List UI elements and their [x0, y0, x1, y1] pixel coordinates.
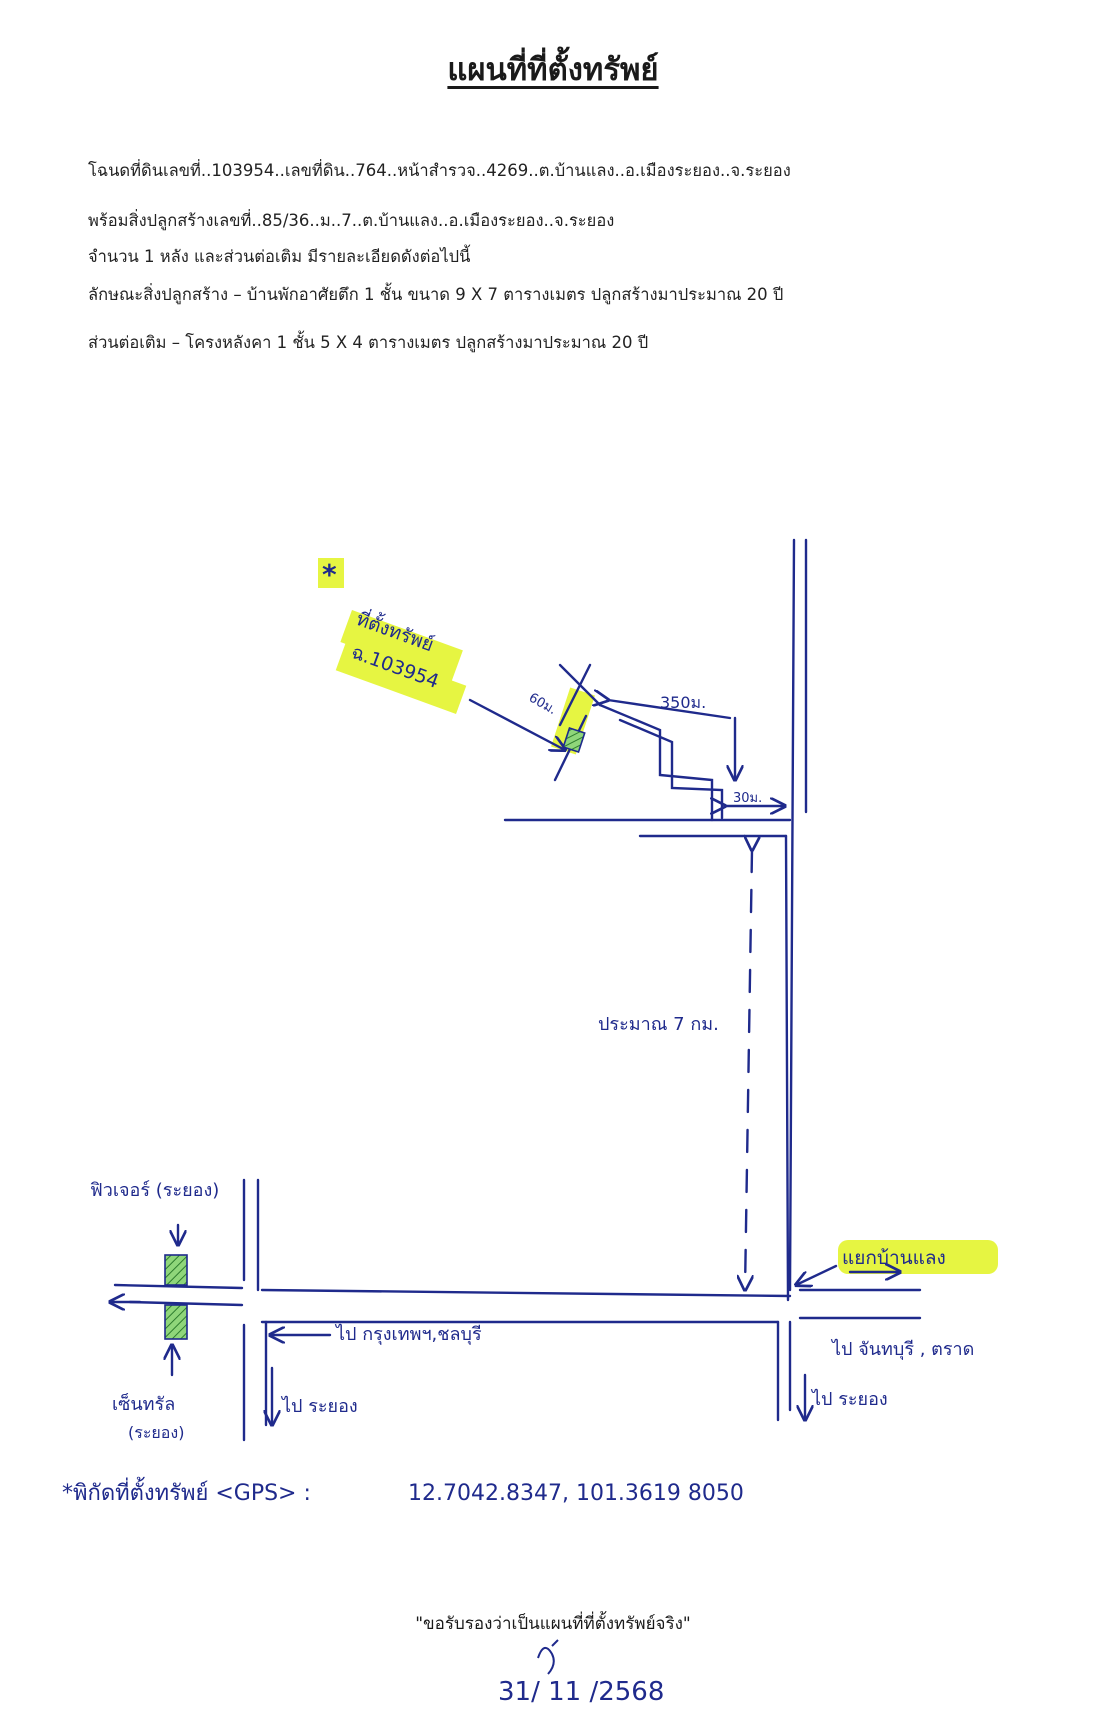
to-bangkok-label: ไป กรุงเทพฯ,ชลบุรี — [334, 1323, 482, 1345]
landmark-central — [164, 1304, 188, 1340]
main-road-left-edge — [788, 538, 796, 1292]
to-rayong-right-label: ไป ระยอง — [810, 1388, 888, 1410]
property-plot — [562, 727, 586, 753]
building-info-line: พร้อมสิ่งปลูกสร้างเลขที่..85/36..ม..7..ต… — [88, 211, 615, 230]
soi-path-1 — [598, 703, 714, 822]
cross-road-bottom — [128, 1300, 244, 1307]
highlight-junction — [838, 1240, 998, 1274]
landmark-bottom-sublabel: (ระยอง) — [128, 1423, 184, 1442]
landmark-bottom-label: เซ็นทรัล — [112, 1392, 175, 1415]
arrow-7km — [745, 850, 752, 1290]
gps-label: *พิกัดที่ตั้งทรัพย์ <GPS> : — [62, 1477, 311, 1506]
cross-road-top — [113, 1283, 244, 1290]
highlight-label — [340, 610, 463, 683]
label-30m: 30ม. — [733, 791, 762, 806]
count-info-line: จำนวน 1 หลัง และส่วนต่อเติม มีรายละเอียด… — [88, 247, 471, 266]
soi-branch-2 — [558, 663, 592, 727]
deed-info-line: โฉนดที่ดินเลขที่..103954..เลขที่ดิน..764… — [88, 161, 791, 180]
label-350m: 350ม. — [660, 693, 706, 712]
highlight-star — [318, 558, 344, 588]
gps-coordinates: 12.7042.8347, 101.3619 8050 — [408, 1481, 744, 1506]
extension-info-line: ส่วนต่อเติม – โครงหลังคา 1 ชั้น 5 X 4 ตา… — [88, 333, 649, 352]
property-asterisk: * — [322, 558, 337, 591]
building-type-line: ลักษณะสิ่งปลูกสร้าง – บ้านพักอาศัยตึก 1 … — [88, 285, 784, 304]
label-7km: ประมาณ 7 กม. — [598, 1014, 719, 1035]
junction-label: แยกบ้านแลง — [842, 1247, 946, 1269]
to-rayong-left-label: ไป ระยอง — [280, 1395, 358, 1417]
signature-date: 31/ 11 /2568 — [498, 1677, 664, 1707]
landmark-top-label: ฟิวเจอร์ (ระยอง) — [90, 1180, 219, 1201]
label-60m: 60ม. — [526, 690, 559, 718]
certification-note: "ขอรับรองว่าเป็นแผนที่ที่ตั้งทรัพย์จริง" — [415, 1614, 691, 1634]
property-leader-arrow — [468, 698, 565, 750]
soi-path-2 — [618, 718, 724, 820]
main-road-inner-edge — [784, 834, 790, 1302]
landmark-future-park — [164, 1254, 188, 1286]
signature-mark — [537, 1639, 559, 1675]
highlight-deed — [335, 642, 467, 714]
arrow-junction — [796, 1264, 838, 1285]
highway-top-edge — [260, 1288, 792, 1298]
page-title: แผนที่ที่ตั้งทรัพย์ — [447, 52, 659, 88]
to-chanthaburi-label: ไป จันทบุรี , ตราด — [830, 1338, 974, 1360]
arrow-350m — [608, 700, 732, 720]
